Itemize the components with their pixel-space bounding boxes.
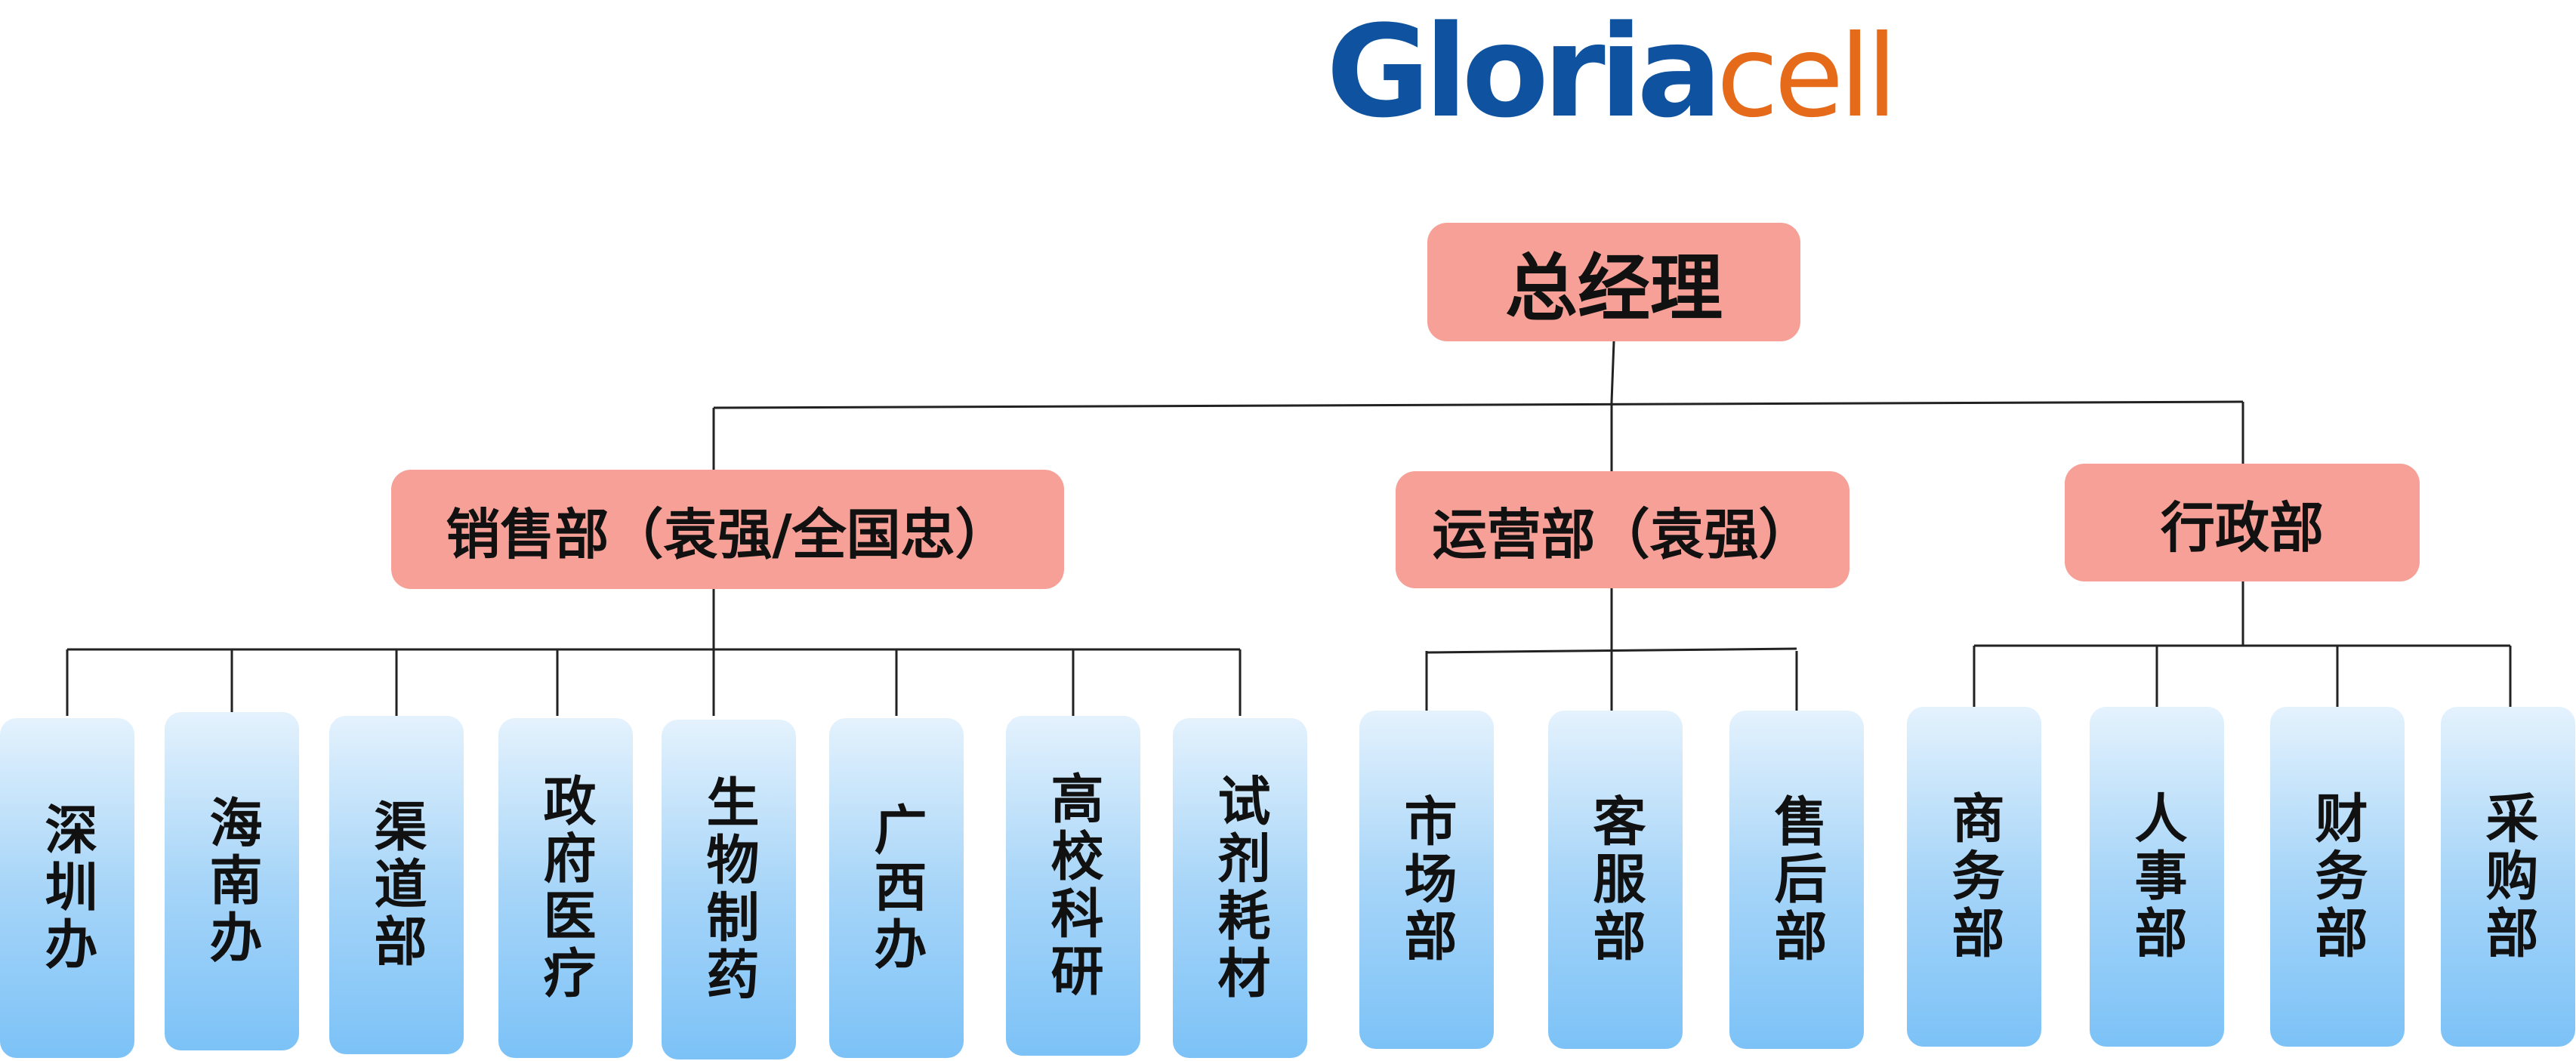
unit-label: 高校科研 bbox=[1042, 771, 1104, 1001]
unit-label: 商务部 bbox=[1943, 791, 2005, 963]
connector-root-down bbox=[1610, 341, 1615, 403]
dept-label: 行政部 bbox=[2160, 495, 2324, 560]
unit-label: 人事部 bbox=[2126, 791, 2188, 963]
dept-node-admin: 行政部 bbox=[2065, 464, 2420, 581]
unit-guangxi-office: 广西办 bbox=[829, 718, 964, 1058]
connector-dept-bus bbox=[713, 400, 2244, 409]
root-node-general-manager: 总经理 bbox=[1427, 223, 1800, 341]
unit-label: 财务部 bbox=[2306, 791, 2368, 963]
root-label: 总经理 bbox=[1505, 246, 1723, 331]
unit-shenzhen-office: 深圳办 bbox=[0, 718, 134, 1058]
connector-operations-bus bbox=[1426, 647, 1797, 654]
unit-label: 市场部 bbox=[1396, 794, 1458, 966]
dept-label: 运营部（袁强） bbox=[1432, 503, 1813, 566]
unit-label: 海南办 bbox=[201, 795, 263, 967]
unit-biopharma: 生物制药 bbox=[662, 720, 796, 1059]
unit-marketing-dept: 市场部 bbox=[1359, 711, 1494, 1049]
dept-label: 销售部（袁强/全国忠） bbox=[446, 502, 1010, 566]
unit-reagents-consumables: 试剂耗材 bbox=[1173, 718, 1307, 1058]
gloriacell-logo: Gloriacell bbox=[1326, 8, 1898, 135]
logo-main-text: Gloria bbox=[1326, 0, 1723, 146]
unit-label: 广西办 bbox=[865, 802, 927, 974]
unit-label: 试剂耗材 bbox=[1209, 773, 1271, 1003]
unit-label: 客服部 bbox=[1584, 794, 1646, 966]
unit-government-medical: 政府医疗 bbox=[498, 718, 633, 1058]
unit-label: 政府医疗 bbox=[535, 773, 597, 1003]
logo-sub-text: cell bbox=[1716, 11, 1898, 143]
unit-label: 售后部 bbox=[1766, 794, 1828, 966]
unit-label: 深圳办 bbox=[36, 802, 98, 974]
unit-label: 渠道部 bbox=[366, 799, 427, 971]
unit-after-sales-dept: 售后部 bbox=[1729, 711, 1864, 1049]
unit-hainan-office: 海南办 bbox=[165, 712, 299, 1050]
unit-customer-service-dept: 客服部 bbox=[1548, 711, 1683, 1049]
unit-label: 生物制药 bbox=[698, 775, 760, 1004]
unit-label: 采购部 bbox=[2477, 791, 2539, 963]
dept-node-sales: 销售部（袁强/全国忠） bbox=[391, 470, 1064, 589]
unit-procurement-dept: 采购部 bbox=[2441, 707, 2575, 1047]
unit-business-affairs-dept: 商务部 bbox=[1907, 707, 2041, 1047]
unit-university-research: 高校科研 bbox=[1006, 716, 1140, 1056]
unit-finance-dept: 财务部 bbox=[2270, 707, 2405, 1047]
unit-channel-dept: 渠道部 bbox=[329, 716, 464, 1054]
unit-hr-dept: 人事部 bbox=[2090, 707, 2224, 1047]
dept-node-operations: 运营部（袁强） bbox=[1396, 471, 1849, 588]
